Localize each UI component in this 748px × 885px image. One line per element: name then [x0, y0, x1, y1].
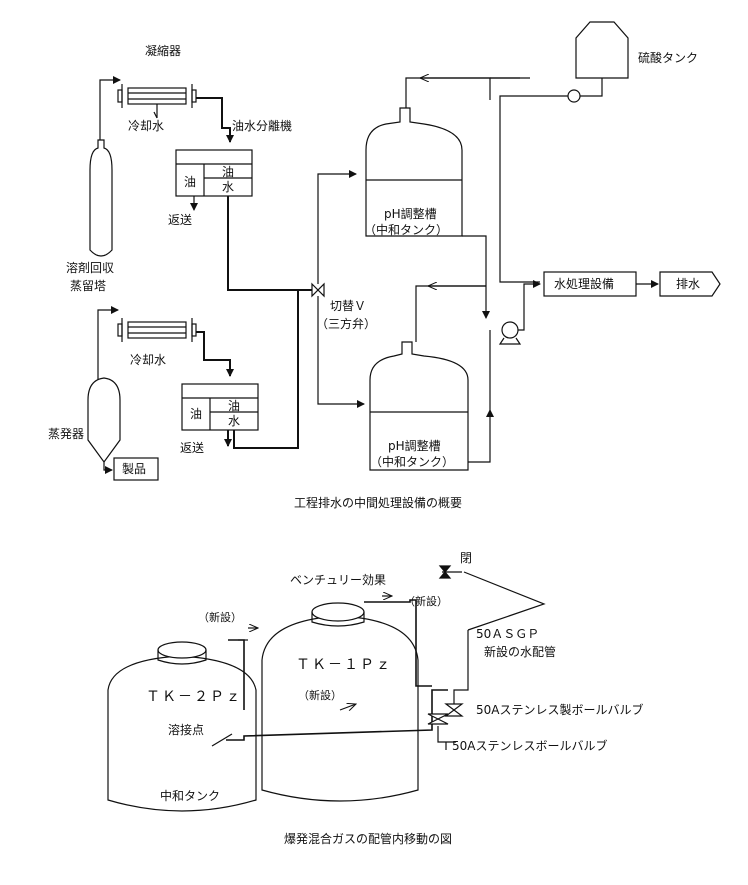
ph-tank-2: [369, 341, 469, 471]
ph-tank-1: [365, 107, 463, 237]
weld-point-label: 溶接点: [168, 723, 205, 737]
diagram1-caption: 工程排水の中間処理設備の概要: [294, 496, 463, 510]
sep1-oil: 油: [222, 165, 235, 179]
pipe-label-2: 新設の水配管: [484, 645, 557, 659]
tk2-label: ＴＫ－２Ｐｚ: [146, 689, 242, 705]
switch-valve-label-1: 切替Ｖ: [330, 299, 367, 313]
oil-water-separator-2: [181, 383, 259, 431]
oil-water-separator-label: 油水分離機: [232, 119, 293, 133]
solvent-tower-label-1: 溶剤回収: [66, 261, 115, 275]
ph-tank2-label-2: （中和タンク）: [370, 455, 455, 469]
diagram2-caption: 爆発混合ガスの配管内移動の図: [284, 832, 453, 846]
pipe-label-1: 50ＡＳＧＰ: [476, 627, 540, 641]
three-way-valve: [311, 282, 325, 298]
ph-tank2-label-1: pH調整槽: [388, 439, 441, 453]
closed-label: 閉: [460, 551, 473, 565]
sep2-oil: 油: [228, 399, 241, 413]
return-label-2: 返送: [180, 441, 205, 455]
oil-water-separator-1: [175, 149, 253, 197]
return-label-1: 返送: [168, 213, 193, 227]
sep1-oil-left: 油: [184, 175, 197, 189]
ph-tank1-label-1: pH調整槽: [384, 207, 437, 221]
tank-tk1pz: [261, 602, 419, 802]
new-label-2: （新設）: [198, 611, 242, 624]
product-label: 製品: [122, 462, 147, 476]
valve2-label: 50Aステンレスボールバルブ: [452, 739, 608, 753]
condenser-2: [117, 318, 197, 342]
new-label-3: （新設）: [298, 689, 342, 702]
ball-valves: [427, 630, 469, 750]
sep1-water: 水: [222, 180, 235, 194]
tank-tk2pz: [107, 641, 257, 812]
discharge-label: 排水: [676, 277, 701, 291]
sulfuric-acid-tank: [575, 21, 629, 79]
condenser-label: 凝縮器: [145, 44, 182, 58]
sep2-water: 水: [228, 414, 241, 428]
product-box: [113, 457, 159, 481]
evaporator-vessel: [87, 377, 121, 464]
evaporator-label: 蒸発器: [48, 427, 85, 441]
cooling-water-label-1: 冷却水: [128, 119, 165, 133]
sep2-oil-left: 油: [190, 407, 203, 421]
pump: [501, 321, 519, 339]
condenser-1: [117, 84, 197, 108]
new-label-1: （新設）: [404, 595, 448, 608]
water-treatment-box: [543, 271, 637, 297]
sulfuric-tank-label: 硫酸タンク: [638, 51, 699, 65]
discharge-shape: [659, 271, 721, 297]
cooling-water-label-2: 冷却水: [130, 353, 167, 367]
solvent-recovery-tower: [89, 139, 113, 257]
solvent-tower-label-2: 蒸留塔: [70, 279, 107, 293]
ph-tank1-label-2: （中和タンク）: [364, 223, 449, 237]
water-treatment-label: 水処理設備: [554, 277, 615, 291]
switch-valve-label-2: （三方弁）: [316, 317, 377, 331]
venturi-label: ベンチュリー効果: [290, 573, 387, 587]
neutral-tank-label: 中和タンク: [160, 789, 221, 803]
tk1-label: ＴＫ－１Ｐｚ: [296, 657, 392, 673]
valve1-label: 50Aステンレス製ボールバルブ: [476, 703, 644, 717]
